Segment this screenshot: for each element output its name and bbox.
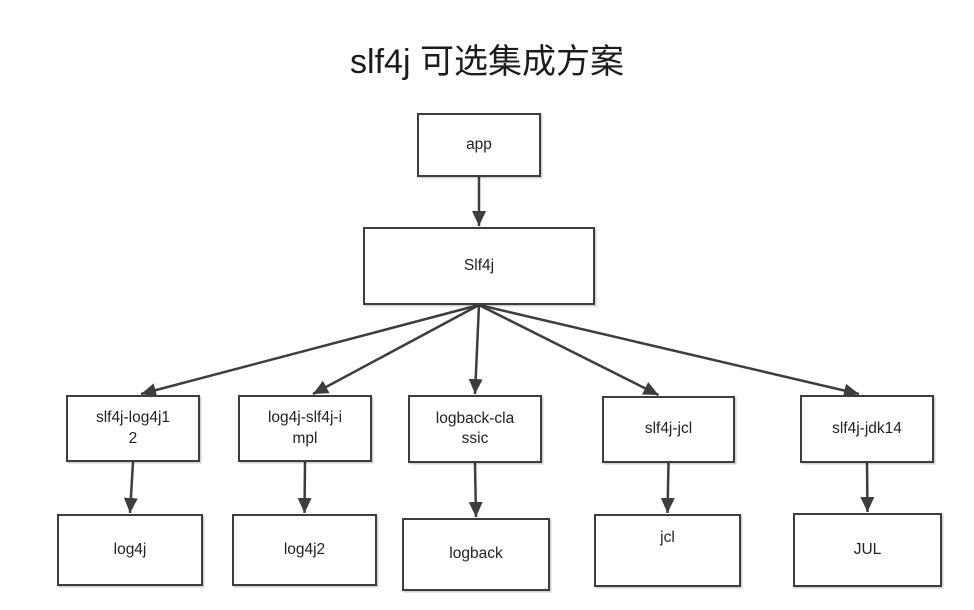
node-label-log4j2: log4j2	[283, 540, 326, 558]
node-logback-classic: logback-cla ssic	[408, 395, 542, 463]
node-log4j: log4j	[57, 514, 203, 586]
node-slf4j-log4j12: slf4j-log4j1 2	[66, 395, 200, 462]
node-JUL: JUL	[793, 513, 942, 587]
edge-slf4j-to-slf4j-jdk14	[478, 303, 860, 398]
node-slf4j-jdk14: slf4j-jdk14	[800, 395, 934, 463]
edge-slf4j-log4j12-to-log4j	[123, 461, 138, 514]
edge-log4j-slf4j-impl-to-log4j2	[297, 461, 312, 514]
node-logback: logback	[402, 518, 550, 591]
diagram-title: slf4j 可选集成方案	[350, 43, 624, 81]
node-label-slf4j-jdk14: slf4j-jdk14	[832, 419, 902, 437]
node-jcl: jcl	[594, 514, 741, 587]
edge-slf4j-to-slf4j-log4j12	[140, 303, 480, 397]
node-label-slf4j: Slf4j	[463, 256, 495, 274]
edge-slf4j-jdk14-to-JUL	[860, 462, 875, 513]
node-log4j-slf4j-impl: log4j-slf4j-i mpl	[238, 395, 372, 462]
node-label-jcl: jcl	[660, 529, 675, 547]
node-label-logback-classic: logback-cla ssic	[435, 409, 515, 447]
node-label-app: app	[466, 135, 492, 153]
node-label-slf4j-log4j12: slf4j-log4j1 2	[95, 409, 171, 447]
edge-slf4j-jcl-to-jcl	[660, 462, 675, 514]
node-app: app	[417, 113, 541, 177]
edge-logback-classic-to-logback	[468, 462, 483, 518]
edge-slf4j-to-log4j-slf4j-impl	[312, 303, 480, 396]
node-label-log4j-slf4j-impl: log4j-slf4j-i mpl	[267, 409, 343, 447]
node-slf4j-jcl: slf4j-jcl	[602, 396, 735, 463]
edge-slf4j-to-logback-classic	[468, 304, 483, 395]
node-label-log4j: log4j	[113, 540, 147, 558]
node-log4j2: log4j2	[232, 514, 377, 586]
edge-slf4j-to-slf4j-jcl	[478, 303, 660, 397]
node-label-JUL: JUL	[853, 540, 882, 558]
node-label-slf4j-jcl: slf4j-jcl	[644, 420, 693, 438]
node-label-logback: logback	[449, 545, 503, 563]
node-slf4j: Slf4j	[363, 227, 595, 305]
